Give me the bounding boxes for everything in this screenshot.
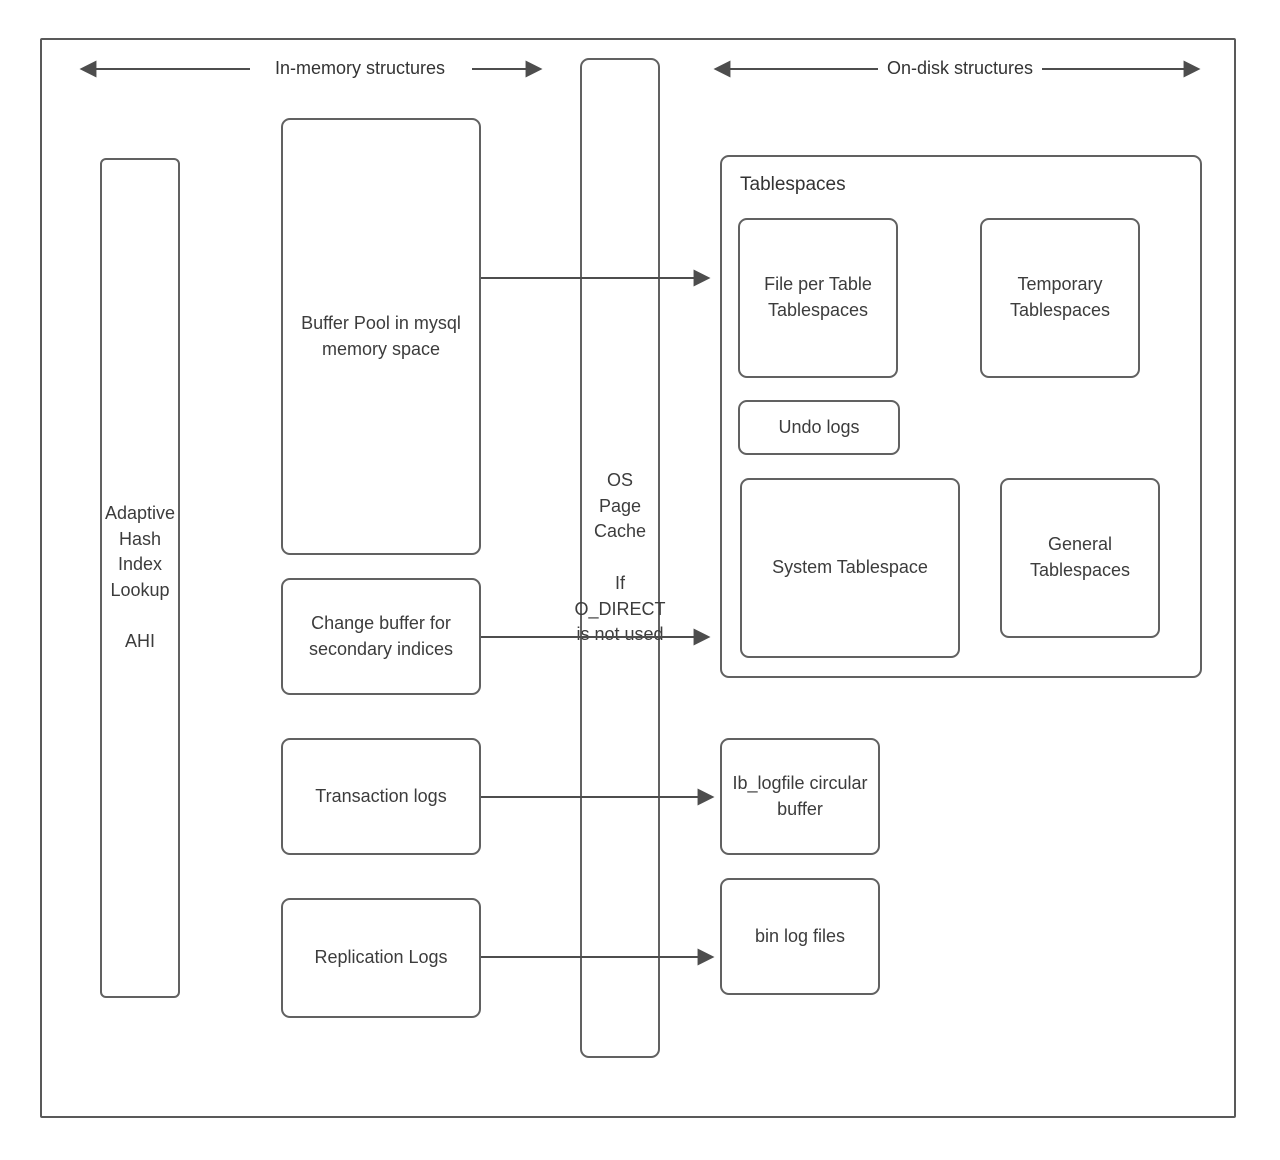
buffer-pool-node: Buffer Pool in mysql memory space — [281, 118, 481, 555]
general-tablespaces-node: General Tablespaces — [1000, 478, 1160, 638]
file-per-table-label: File per Table Tablespaces — [764, 274, 872, 320]
os-page-cache-note: If O_DIRECT is not used — [574, 573, 666, 645]
change-buffer-label: Change buffer for secondary indices — [308, 612, 454, 659]
adaptive-hash-index-node: Adaptive Hash Index Lookup AHI — [100, 158, 180, 998]
temporary-label: Temporary Tablespaces — [1009, 274, 1111, 320]
ahi-abbr: AHI — [124, 631, 155, 652]
file-per-table-tablespaces-node: File per Table Tablespaces — [738, 218, 898, 378]
general-tablespaces-label: General Tablespaces — [1029, 534, 1131, 580]
tablespaces-title: Tablespaces — [740, 174, 846, 195]
system-tablespace-node: System Tablespace — [740, 478, 960, 658]
transaction-logs-label: Transaction logs — [315, 785, 447, 806]
change-buffer-node: Change buffer for secondary indices — [281, 578, 481, 695]
replication-logs-node: Replication Logs — [281, 898, 481, 1018]
bin-log-label: bin log files — [754, 925, 846, 946]
undo-logs-label: Undo logs — [778, 416, 860, 437]
temporary-tablespaces-node: Temporary Tablespaces — [980, 218, 1140, 378]
ib-logfile-node: Ib_logfile circular buffer — [720, 738, 880, 855]
undo-logs-node: Undo logs — [738, 400, 900, 455]
buffer-pool-label: Buffer Pool in mysql memory space — [301, 312, 461, 359]
in-memory-structures-header: In-memory structures — [274, 58, 446, 78]
transaction-logs-node: Transaction logs — [281, 738, 481, 855]
ib-logfile-label: Ib_logfile circular buffer — [732, 772, 868, 819]
os-page-cache-title: OS Page Cache — [593, 470, 647, 542]
system-tablespace-label: System Tablespace — [772, 557, 928, 578]
bin-log-files-node: bin log files — [720, 878, 880, 995]
on-disk-structures-header: On-disk structures — [886, 58, 1034, 78]
replication-logs-label: Replication Logs — [314, 947, 448, 968]
ahi-title: Adaptive Hash Index Lookup — [104, 503, 176, 600]
os-page-cache-node: OS Page Cache If O_DIRECT is not used — [574, 58, 666, 1058]
